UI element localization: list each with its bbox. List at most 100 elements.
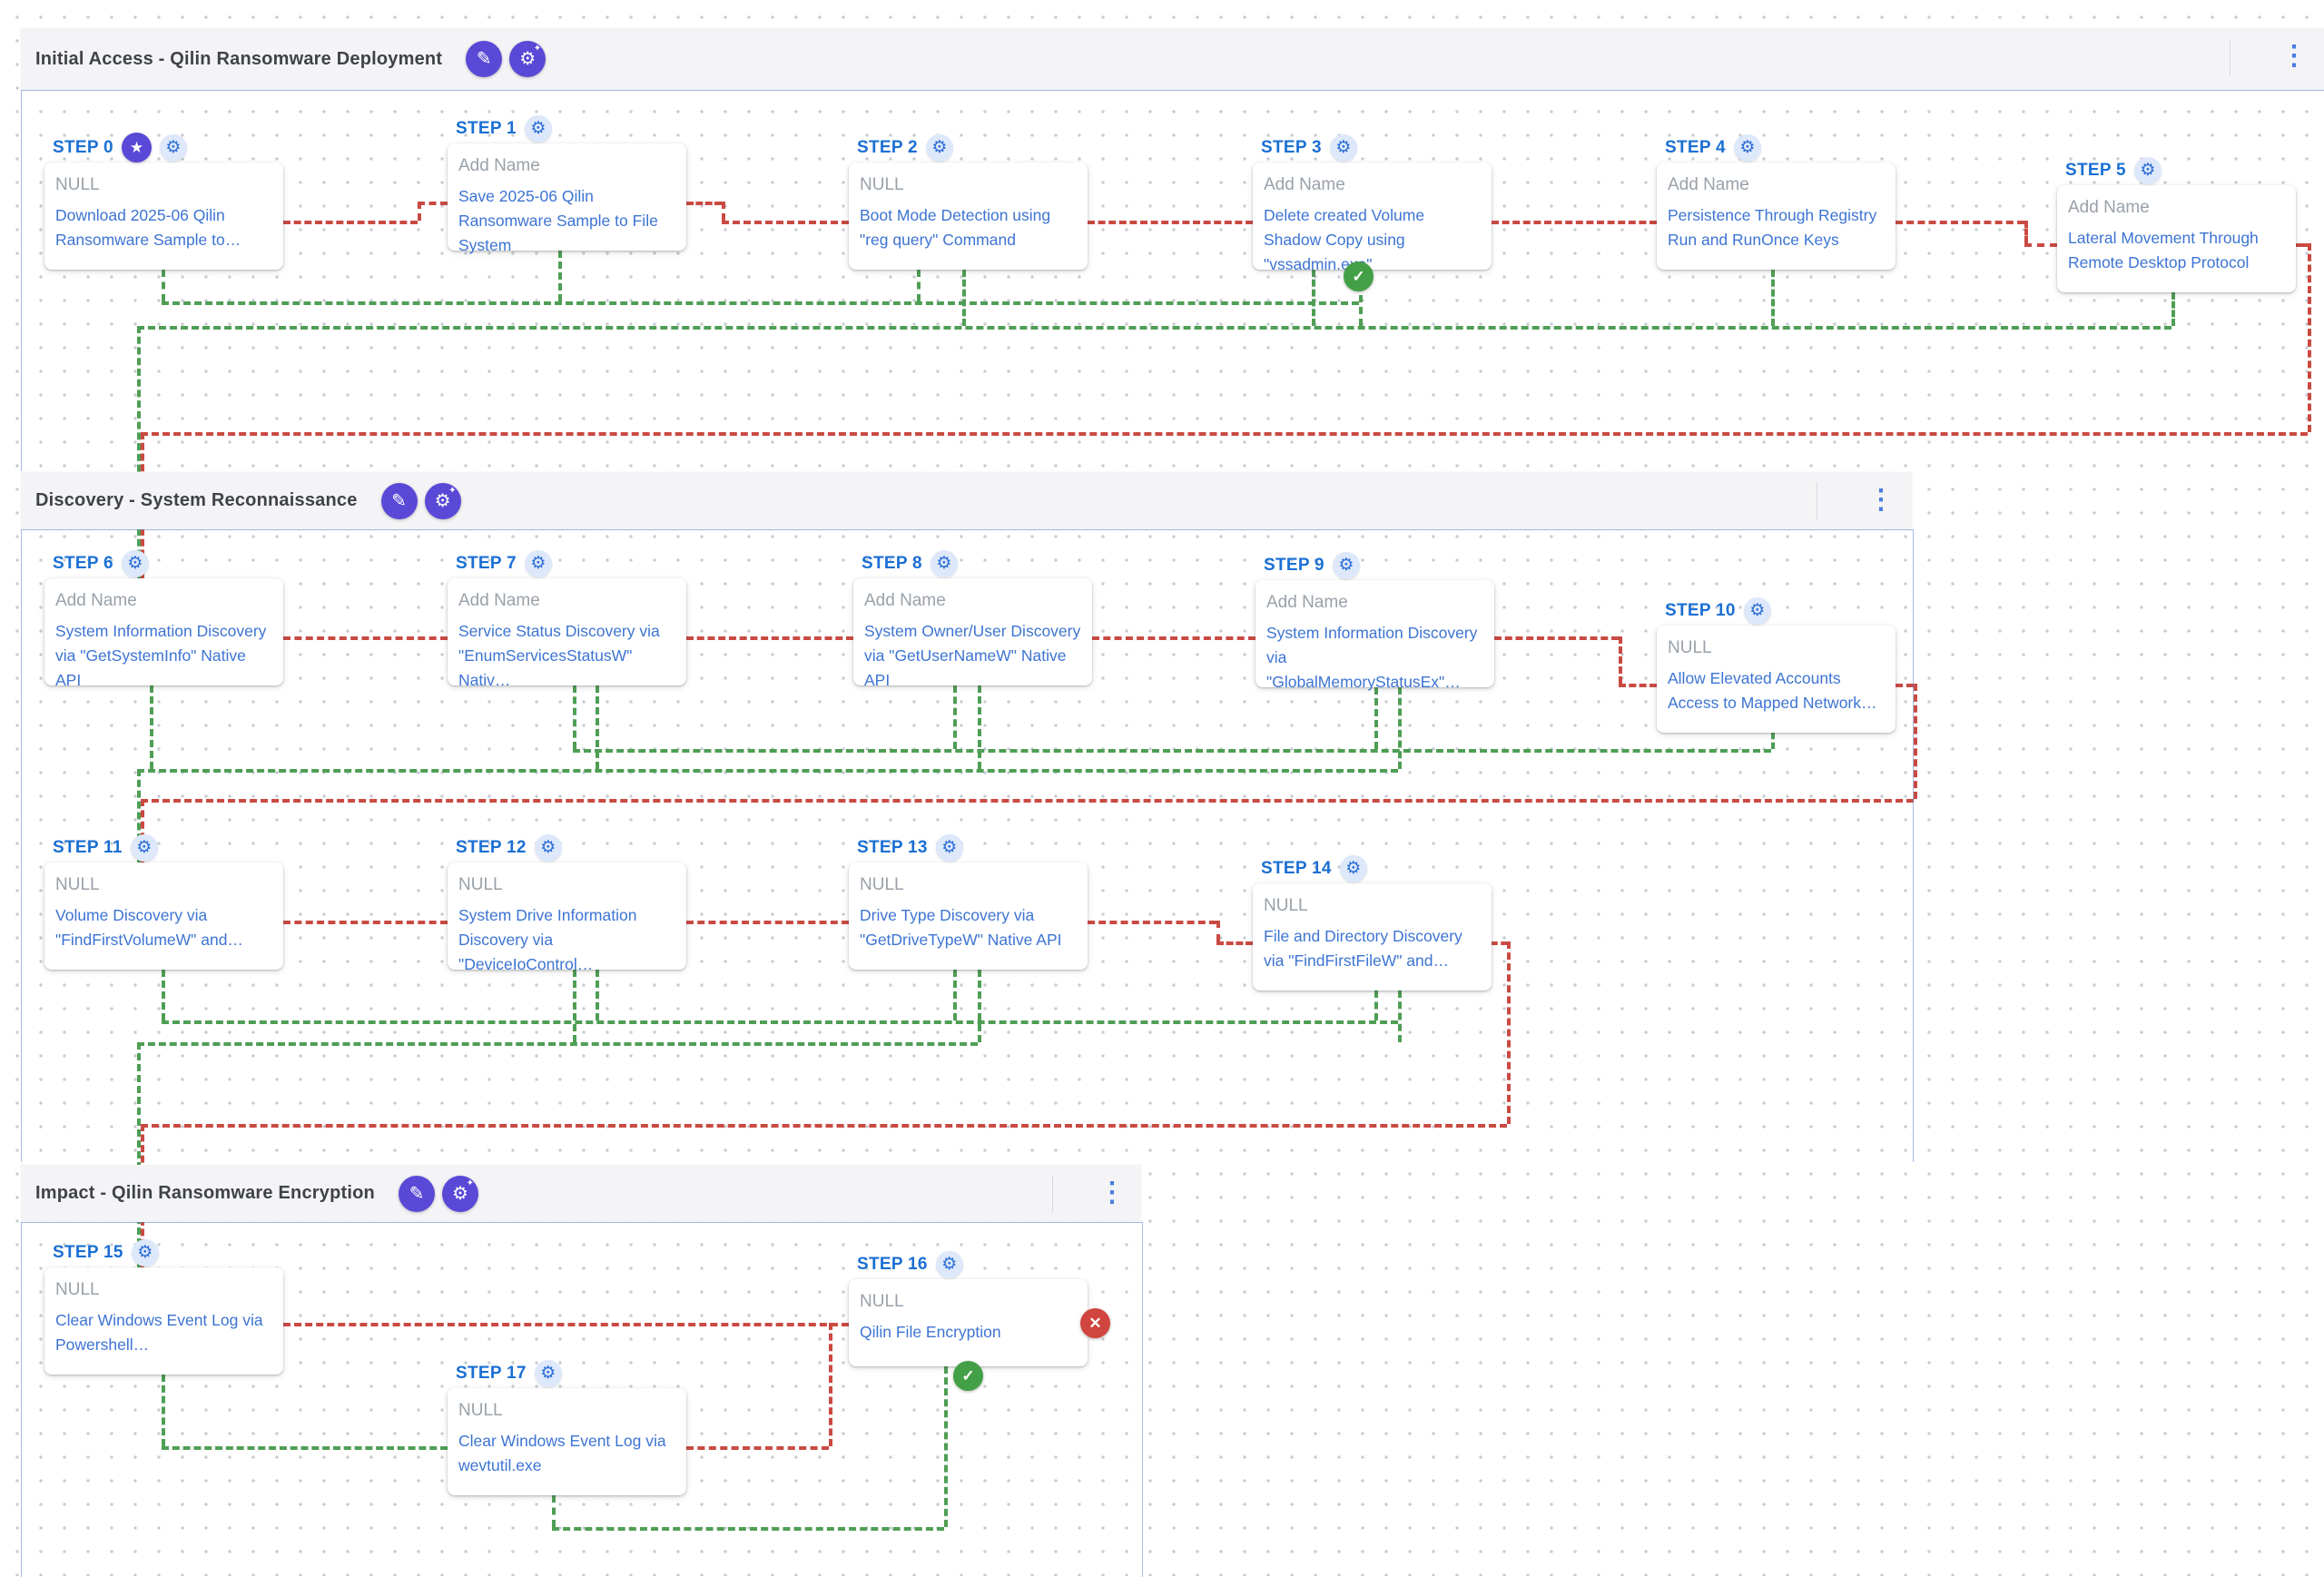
step-settings-icon[interactable]: ⚙ [1339, 854, 1367, 882]
step-action-link[interactable]: Clear Windows Event Log via wevtutil.exe [458, 1432, 666, 1474]
step-name[interactable]: NULL [55, 875, 100, 894]
step-action-link[interactable]: Service Status Discovery via "EnumServic… [458, 622, 660, 689]
section-menu-button[interactable]: ⋮ [1094, 1172, 1130, 1214]
step-action-link[interactable]: System Information Discovery via "GetSys… [55, 622, 267, 689]
step-label: STEP 17 [456, 1363, 527, 1383]
step-name[interactable]: NULL [55, 1280, 100, 1299]
step-card[interactable]: NULL Clear Windows Event Log via wevtuti… [448, 1388, 686, 1495]
section-settings-button[interactable]: ⚙✦ [509, 41, 547, 77]
edit-section-button[interactable]: ✎ [398, 1175, 435, 1212]
step-1: STEP 1 ⚙ Add Name Save 2025-06 Qilin Ran… [448, 113, 686, 254]
step-label: STEP 11 [53, 837, 123, 857]
step-name[interactable]: NULL [860, 1292, 904, 1311]
step-label: STEP 0 [53, 137, 113, 157]
step-action-link[interactable]: System Owner/User Discovery via "GetUser… [864, 622, 1081, 689]
step-action-link[interactable]: Clear Windows Event Log via Powershell… [55, 1311, 263, 1354]
step-12: STEP 12 ⚙ NULL System Drive Information … [448, 833, 686, 973]
step-15: STEP 15 ⚙ NULL Clear Windows Event Log v… [44, 1237, 283, 1375]
step-action-link[interactable]: System Information Discovery via "Global… [1266, 624, 1478, 691]
step-card[interactable]: Add Name Save 2025-06 Qilin Ransomware S… [448, 143, 686, 254]
step-action-link[interactable]: Qilin File Encryption [860, 1323, 1001, 1341]
step-action-link[interactable]: System Drive Information Discovery via "… [458, 906, 637, 973]
step-name[interactable]: Add Name [458, 156, 540, 175]
connector-segment-red [283, 221, 418, 224]
step-settings-icon[interactable]: ⚙ [534, 1359, 562, 1387]
step-action-link[interactable]: Volume Discovery via "FindFirstVolumeW" … [55, 906, 243, 949]
step-action-link[interactable]: Lateral Movement Through Remote Desktop … [2068, 229, 2259, 271]
step-card[interactable]: NULL Clear Windows Event Log via Powersh… [44, 1267, 283, 1375]
step-card[interactable]: Add Name Delete created Volume Shadow Co… [1253, 163, 1492, 273]
step-card[interactable]: Add Name Lateral Movement Through Remote… [2057, 185, 2296, 292]
section-title: Discovery - System Reconnaissance [35, 490, 358, 510]
section-settings-button[interactable]: ⚙✦ [424, 482, 461, 519]
step-card[interactable]: NULL Download 2025-06 Qilin Ransomware S… [44, 163, 283, 270]
step-name[interactable]: NULL [458, 875, 503, 894]
edit-section-button[interactable]: ✎ [466, 41, 503, 77]
step-label: STEP 9 [1264, 555, 1324, 575]
section-box-initial-access [21, 90, 2324, 471]
step-action-link[interactable]: Boot Mode Detection using "reg query" Co… [860, 206, 1051, 249]
step-name[interactable]: NULL [860, 175, 904, 194]
step-name[interactable]: NULL [860, 875, 904, 894]
step-10: STEP 10 ⚙ NULL Allow Elevated Accounts A… [1657, 596, 1896, 733]
step-card[interactable]: Add Name Service Status Discovery via "E… [448, 578, 686, 689]
step-name[interactable]: NULL [1264, 896, 1308, 915]
step-9: STEP 9 ⚙ Add Name System Information Dis… [1256, 550, 1494, 691]
step-name[interactable]: Add Name [1668, 175, 1749, 194]
section-menu-button[interactable]: ⋮ [2276, 35, 2312, 77]
step-settings-icon[interactable]: ⚙ [1332, 551, 1360, 579]
step-label: STEP 1 [456, 118, 517, 138]
step-card[interactable]: Add Name System Information Discovery vi… [44, 578, 283, 689]
step-settings-icon[interactable]: ⚙ [159, 133, 187, 162]
section-menu-button[interactable]: ⋮ [1863, 479, 1899, 521]
step-action-link[interactable]: File and Directory Discovery via "FindFi… [1264, 927, 1462, 970]
failure-badge-step-16: ✕ [1080, 1308, 1110, 1338]
step-settings-icon[interactable]: ⚙ [930, 549, 958, 577]
step-action-link[interactable]: Delete created Volume Shadow Copy using … [1264, 206, 1425, 273]
step-settings-icon[interactable]: ⚙ [935, 1250, 963, 1278]
step-settings-icon[interactable]: ⚙ [130, 833, 158, 862]
edit-section-button[interactable]: ✎ [380, 482, 418, 519]
step-action-link[interactable]: Download 2025-06 Qilin Ransomware Sample… [55, 206, 241, 249]
step-card[interactable]: NULL System Drive Information Discovery … [448, 862, 686, 973]
step-name[interactable]: Add Name [1264, 175, 1345, 194]
step-action-link[interactable]: Drive Type Discovery via "GetDriveTypeW"… [860, 906, 1062, 949]
step-card[interactable]: NULL Drive Type Discovery via "GetDriveT… [849, 862, 1088, 970]
connector-segment-green [1312, 270, 1315, 326]
step-name[interactable]: Add Name [458, 591, 540, 610]
step-action-link[interactable]: Persistence Through Registry Run and Run… [1668, 206, 1877, 249]
step-card[interactable]: NULL Qilin File Encryption [849, 1279, 1088, 1366]
step-settings-icon[interactable]: ⚙ [121, 549, 149, 577]
step-settings-icon[interactable]: ⚙ [131, 1238, 159, 1267]
step-name[interactable]: Add Name [1266, 593, 1348, 612]
step-settings-icon[interactable]: ⚙ [524, 549, 552, 577]
step-settings-icon[interactable]: ⚙ [1329, 133, 1357, 162]
step-name[interactable]: NULL [1668, 638, 1712, 657]
step-action-link[interactable]: Save 2025-06 Qilin Ransomware Sample to … [458, 187, 658, 254]
step-name[interactable]: NULL [458, 1401, 503, 1420]
step-card[interactable]: NULL Allow Elevated Accounts Access to M… [1657, 626, 1896, 733]
step-name[interactable]: Add Name [55, 591, 137, 610]
step-settings-icon[interactable]: ⚙ [2133, 156, 2162, 184]
step-name[interactable]: Add Name [2068, 198, 2150, 217]
step-label: STEP 3 [1261, 137, 1322, 157]
step-card[interactable]: NULL File and Directory Discovery via "F… [1253, 883, 1492, 991]
section-settings-button[interactable]: ⚙✦ [441, 1175, 478, 1212]
step-name[interactable]: Add Name [864, 591, 946, 610]
step-settings-icon[interactable]: ⚙ [935, 833, 963, 862]
step-settings-icon[interactable]: ⚙ [534, 833, 562, 862]
connector-segment-green [137, 769, 141, 862]
step-settings-icon[interactable]: ⚙ [1743, 596, 1771, 625]
step-name[interactable]: NULL [55, 175, 100, 194]
step-settings-icon[interactable]: ⚙ [524, 114, 552, 143]
step-card[interactable]: Add Name Persistence Through Registry Ru… [1657, 163, 1896, 270]
step-card[interactable]: Add Name System Information Discovery vi… [1256, 580, 1494, 691]
step-card[interactable]: Add Name System Owner/User Discovery via… [853, 578, 1092, 689]
step-settings-icon[interactable]: ⚙ [1733, 133, 1761, 162]
step-settings-icon[interactable]: ⚙ [925, 133, 953, 162]
step-card[interactable]: NULL Volume Discovery via "FindFirstVolu… [44, 862, 283, 970]
connector-segment-red [1092, 636, 1256, 640]
step-card[interactable]: NULL Boot Mode Detection using "reg quer… [849, 163, 1088, 270]
step-action-link[interactable]: Allow Elevated Accounts Access to Mapped… [1668, 669, 1877, 712]
